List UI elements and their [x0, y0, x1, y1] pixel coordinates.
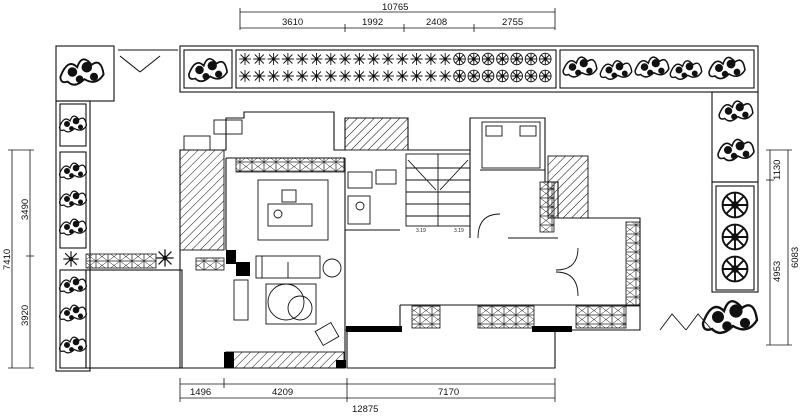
plant-symbol [281, 52, 295, 66]
bush-row-top-right [562, 56, 746, 80]
plant-symbol [310, 69, 323, 83]
dim-right-2: 4953 [772, 261, 783, 282]
plant-symbol [252, 52, 266, 66]
plant-symbol [238, 69, 252, 83]
plant-symbol [438, 69, 452, 83]
dimension-right [766, 149, 792, 346]
plant-symbol [496, 52, 509, 66]
plant-symbol [410, 69, 424, 83]
plant-symbol [496, 69, 509, 83]
plant-symbol [453, 69, 466, 83]
plant-symbol [539, 52, 552, 66]
dim-right-1: 1130 [772, 160, 783, 180]
plant-symbol [410, 52, 424, 66]
top-plants [238, 52, 552, 83]
plant-symbol [338, 52, 352, 66]
plant-symbol [524, 52, 538, 66]
dim-top-2: 1992 [362, 17, 383, 28]
plant-symbol [295, 52, 309, 66]
plant-symbol [310, 52, 323, 66]
plant-symbol [424, 69, 438, 83]
plant-symbol [510, 52, 523, 66]
plant-symbol [438, 52, 452, 66]
plant-symbol [381, 52, 395, 66]
dimension-top [239, 8, 556, 32]
dim-left-1: 3490 [20, 199, 31, 220]
plant-symbol [267, 52, 281, 66]
plant-column-right [62, 100, 759, 335]
plant-symbol [295, 69, 309, 83]
plant-symbol [352, 69, 366, 83]
plant-symbol [453, 52, 466, 66]
dim-top-3: 2408 [426, 17, 447, 28]
dim-top-total: 10765 [382, 2, 408, 13]
bush-column-left [58, 58, 105, 354]
plant-symbol [338, 69, 352, 83]
dim-right-total: 6083 [790, 247, 800, 268]
dim-bottom-3: 7170 [438, 387, 459, 398]
stair-label-right: 3.19 [454, 228, 464, 234]
dimension-bottom [179, 378, 556, 402]
dimension-left [8, 149, 34, 369]
dim-top-1: 3610 [282, 17, 303, 28]
plant-symbol [367, 69, 381, 83]
plant-symbol [324, 52, 338, 66]
dim-top-4: 2755 [502, 17, 523, 28]
structural-columns [224, 250, 572, 368]
furniture [183, 119, 713, 347]
plant-symbol [424, 52, 438, 66]
dim-bottom-2: 4209 [272, 387, 293, 398]
plant-symbol [395, 69, 409, 83]
plant-symbol [395, 52, 409, 66]
plant-symbol [381, 69, 395, 83]
garden-border [55, 45, 759, 372]
plant-symbol [467, 52, 481, 66]
dim-bottom-total: 12875 [352, 404, 378, 415]
plant-symbol [324, 69, 338, 83]
stair-label-left: 3.19 [416, 228, 426, 234]
hatched-walls [179, 117, 589, 369]
plant-symbol [281, 69, 295, 83]
cabinet-rows [85, 157, 641, 329]
plant-symbol [352, 52, 366, 66]
plant-symbol [467, 69, 481, 83]
plant-symbol [481, 52, 495, 66]
plant-symbol [267, 69, 281, 83]
plant-symbol [524, 69, 538, 83]
dim-bottom-1: 1496 [190, 387, 211, 398]
dim-left-2: 3920 [20, 305, 31, 326]
plant-row-top [187, 57, 229, 83]
dim-left-total: 7410 [2, 249, 13, 270]
plant-symbol [367, 52, 381, 66]
plant-symbol [539, 69, 552, 83]
plant-symbol [252, 69, 266, 83]
plant-symbol [510, 69, 523, 83]
plant-symbol [238, 52, 252, 66]
plant-symbol [481, 69, 495, 83]
